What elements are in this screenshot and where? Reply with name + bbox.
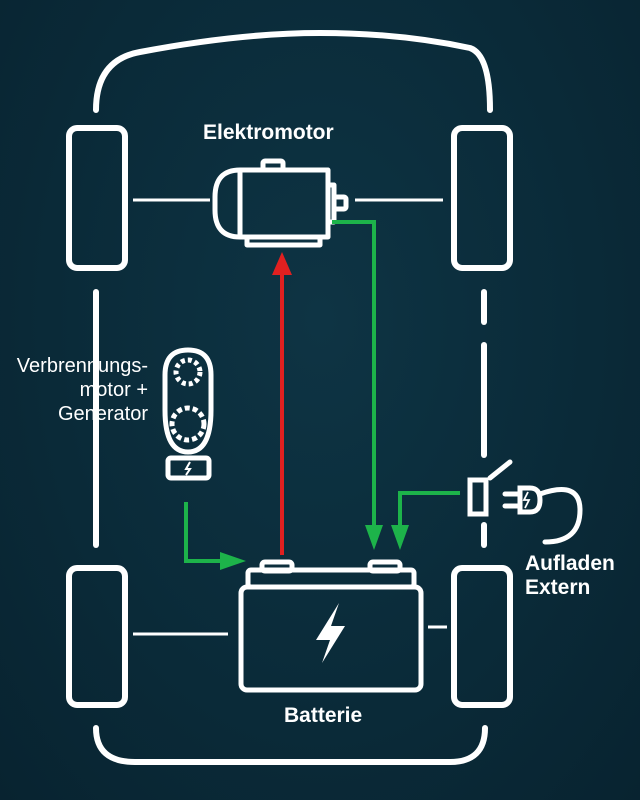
elektromotor-label: Elektromotor	[203, 121, 334, 144]
car-rear-outline	[93, 725, 488, 765]
external-charge-arrow	[391, 491, 460, 550]
car-body-outline	[93, 29, 493, 765]
aufladen-label-line2: Extern	[525, 576, 591, 599]
wheel-front-right	[451, 125, 513, 271]
wheel-rear-right	[451, 565, 513, 708]
aufladen-extern-label: Aufladen Extern	[525, 552, 615, 600]
verbrennungsmotor-label-line2: motor +	[79, 379, 148, 401]
generator-box-icon	[165, 455, 212, 481]
cable-icon	[537, 487, 583, 545]
wheel-rear-left	[66, 565, 128, 708]
gear-large-icon	[169, 405, 207, 443]
generator-charge-arrow	[184, 502, 246, 570]
wheel-front-left	[66, 125, 128, 271]
lightning-bolt-icon	[316, 603, 345, 663]
discharge-arrow	[272, 252, 292, 555]
belt-icon	[162, 347, 214, 455]
electric-motor-icon	[212, 158, 349, 248]
battery-icon	[238, 559, 424, 693]
car-front-outline	[93, 29, 493, 113]
switch-lever-icon	[487, 459, 513, 481]
verbrennungsmotor-label-line1: Verbrennungs-	[16, 355, 148, 377]
verbrennungsmotor-label: Verbrennungs- motor + Generator	[0, 354, 148, 426]
batterie-label: Batterie	[284, 704, 363, 727]
external-charging-icon	[467, 459, 583, 545]
socket-icon	[467, 477, 489, 517]
recuperation-arrow	[332, 220, 383, 550]
plug-icon	[517, 485, 543, 515]
generator-bolt-icon	[184, 461, 192, 476]
gear-small-icon	[173, 357, 203, 387]
verbrennungsmotor-label-line3: Generator	[57, 403, 148, 425]
combustion-engine-generator-icon	[162, 347, 214, 481]
aufladen-label-line1: Aufladen	[525, 552, 615, 575]
